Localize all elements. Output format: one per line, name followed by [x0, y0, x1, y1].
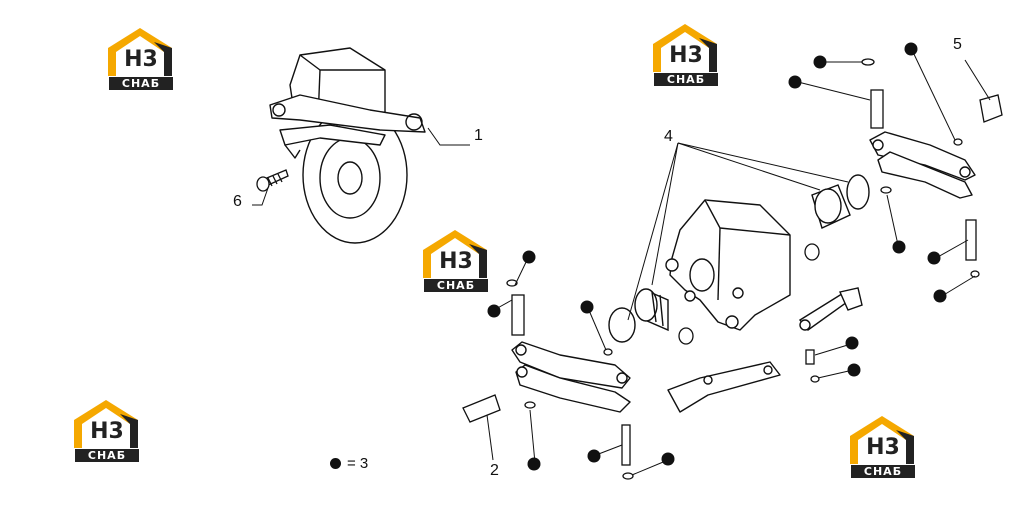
house-roof-icon — [74, 400, 138, 448]
watermark-logo: H3 СНАБ — [651, 22, 721, 86]
logo-mark: H3 — [90, 419, 124, 444]
logo-text: СНАБ — [424, 279, 488, 292]
watermark-logo: H3 СНАБ — [106, 26, 176, 90]
seal-ring-right — [846, 174, 870, 210]
house-roof-icon — [850, 416, 914, 464]
logo-mark: H3 — [124, 47, 158, 72]
logo-text: СНАБ — [851, 465, 915, 478]
lever-arm-bottom — [511, 341, 631, 413]
callout-1: 1 — [474, 127, 483, 144]
watermark-logo: H3 СНАБ — [421, 228, 491, 292]
logo-mark: H3 — [439, 249, 473, 274]
bolt-6 — [256, 169, 289, 192]
piston-left — [634, 288, 669, 332]
callout-2: 2 — [490, 462, 499, 479]
logo-mark: H3 — [669, 43, 703, 68]
callout-5: 5 — [953, 36, 962, 53]
bracket-plate — [667, 361, 781, 413]
house-roof-icon — [108, 28, 172, 76]
small-parts — [678, 243, 820, 345]
watermark-logo: H3 СНАБ — [848, 414, 918, 478]
watermark-logo: H3 СНАБ — [72, 398, 142, 462]
legend: = 3 — [330, 455, 368, 472]
piston-right — [811, 184, 851, 229]
logo-text: СНАБ — [75, 449, 139, 462]
logo-text: СНАБ — [654, 73, 718, 86]
logo-text: СНАБ — [109, 77, 173, 90]
caliper-body — [665, 199, 791, 331]
house-roof-icon — [423, 230, 487, 278]
logo-mark: H3 — [866, 435, 900, 460]
seal-ring-left — [608, 307, 636, 343]
callout-6: 6 — [233, 193, 242, 210]
legend-dot-icon — [330, 458, 341, 469]
leader-lines — [252, 49, 991, 476]
lever-arm-top — [869, 131, 976, 199]
callout-4: 4 — [664, 128, 673, 145]
legend-text: = 3 — [347, 455, 369, 472]
pins — [462, 89, 1003, 466]
assembled-caliper — [269, 47, 426, 244]
house-roof-icon — [653, 24, 717, 72]
adjuster-fork — [798, 287, 863, 331]
